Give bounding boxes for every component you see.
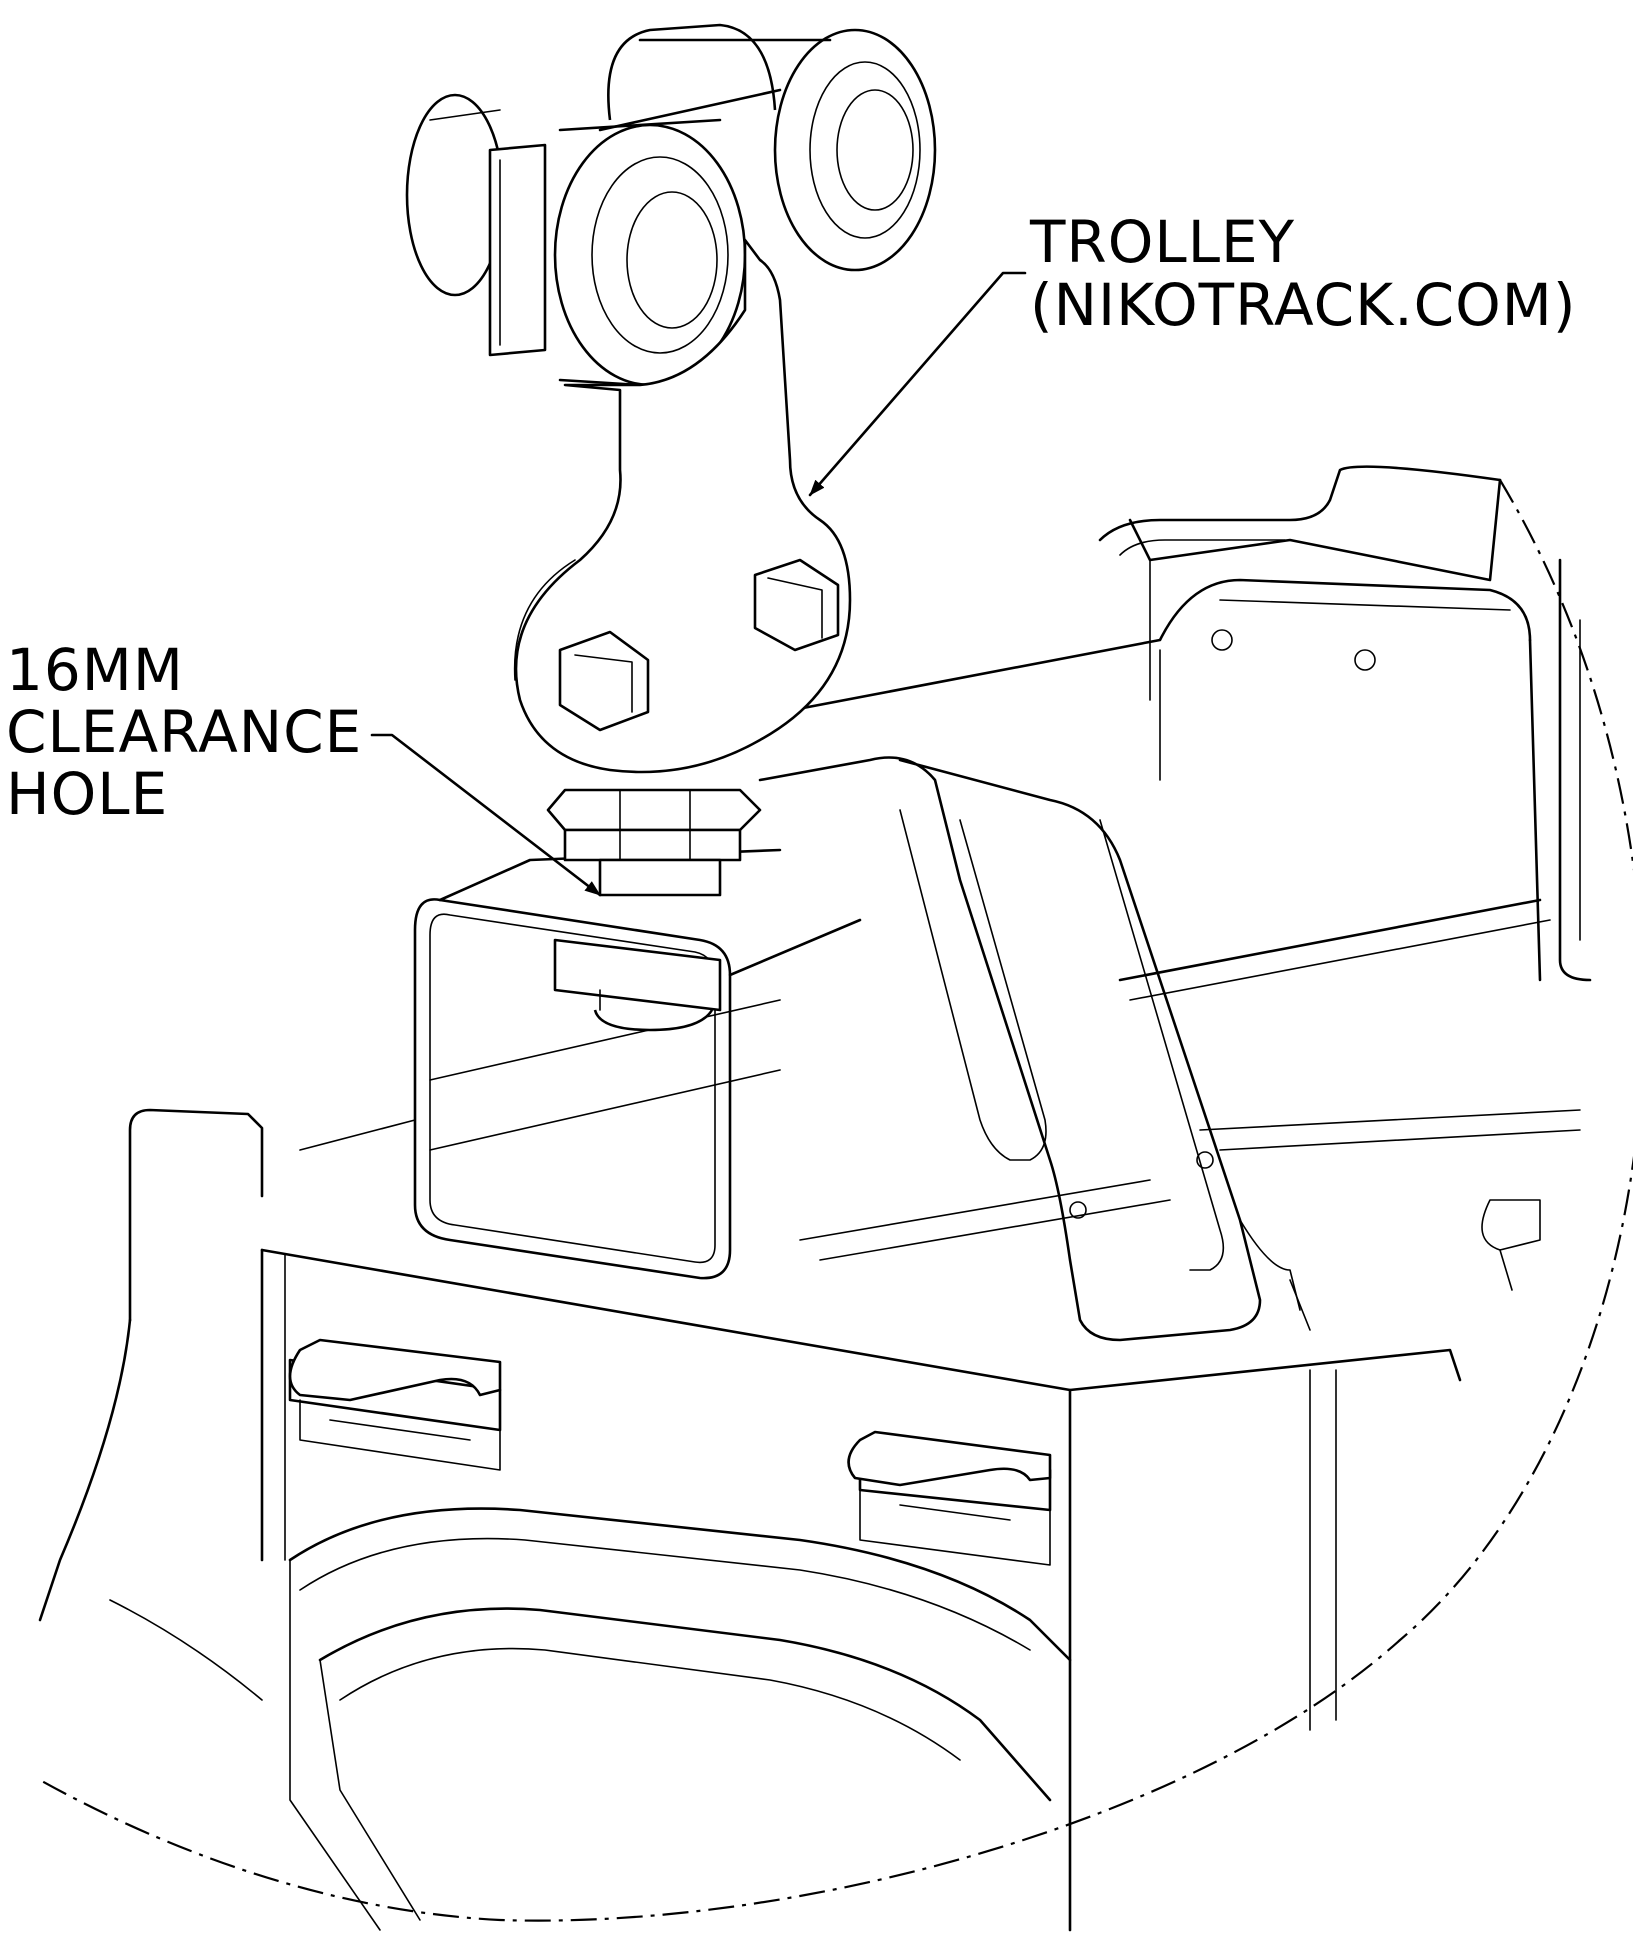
trolley-label-line2: (NIKOTRACK.COM) xyxy=(1030,271,1576,339)
clearance-hole-leader xyxy=(370,733,602,897)
rear-frame xyxy=(1098,465,1592,982)
small-square-tube xyxy=(299,848,862,1280)
saddle-bracket xyxy=(758,756,1311,1342)
bolt-and-nut xyxy=(546,788,762,1032)
clearance-label-line1: 16MM xyxy=(6,636,184,704)
trolley-leader xyxy=(808,271,1027,497)
trolley-label-line1: TROLLEY xyxy=(1029,208,1295,276)
clearance-label-line2: CLEARANCE xyxy=(6,698,362,766)
detail-boundary-arc xyxy=(39,479,1633,1922)
clearance-label-line3: HOLE xyxy=(6,760,168,828)
square-tube-beam xyxy=(738,578,1581,1261)
enclosure xyxy=(38,1108,1541,1932)
trolley xyxy=(405,23,937,774)
